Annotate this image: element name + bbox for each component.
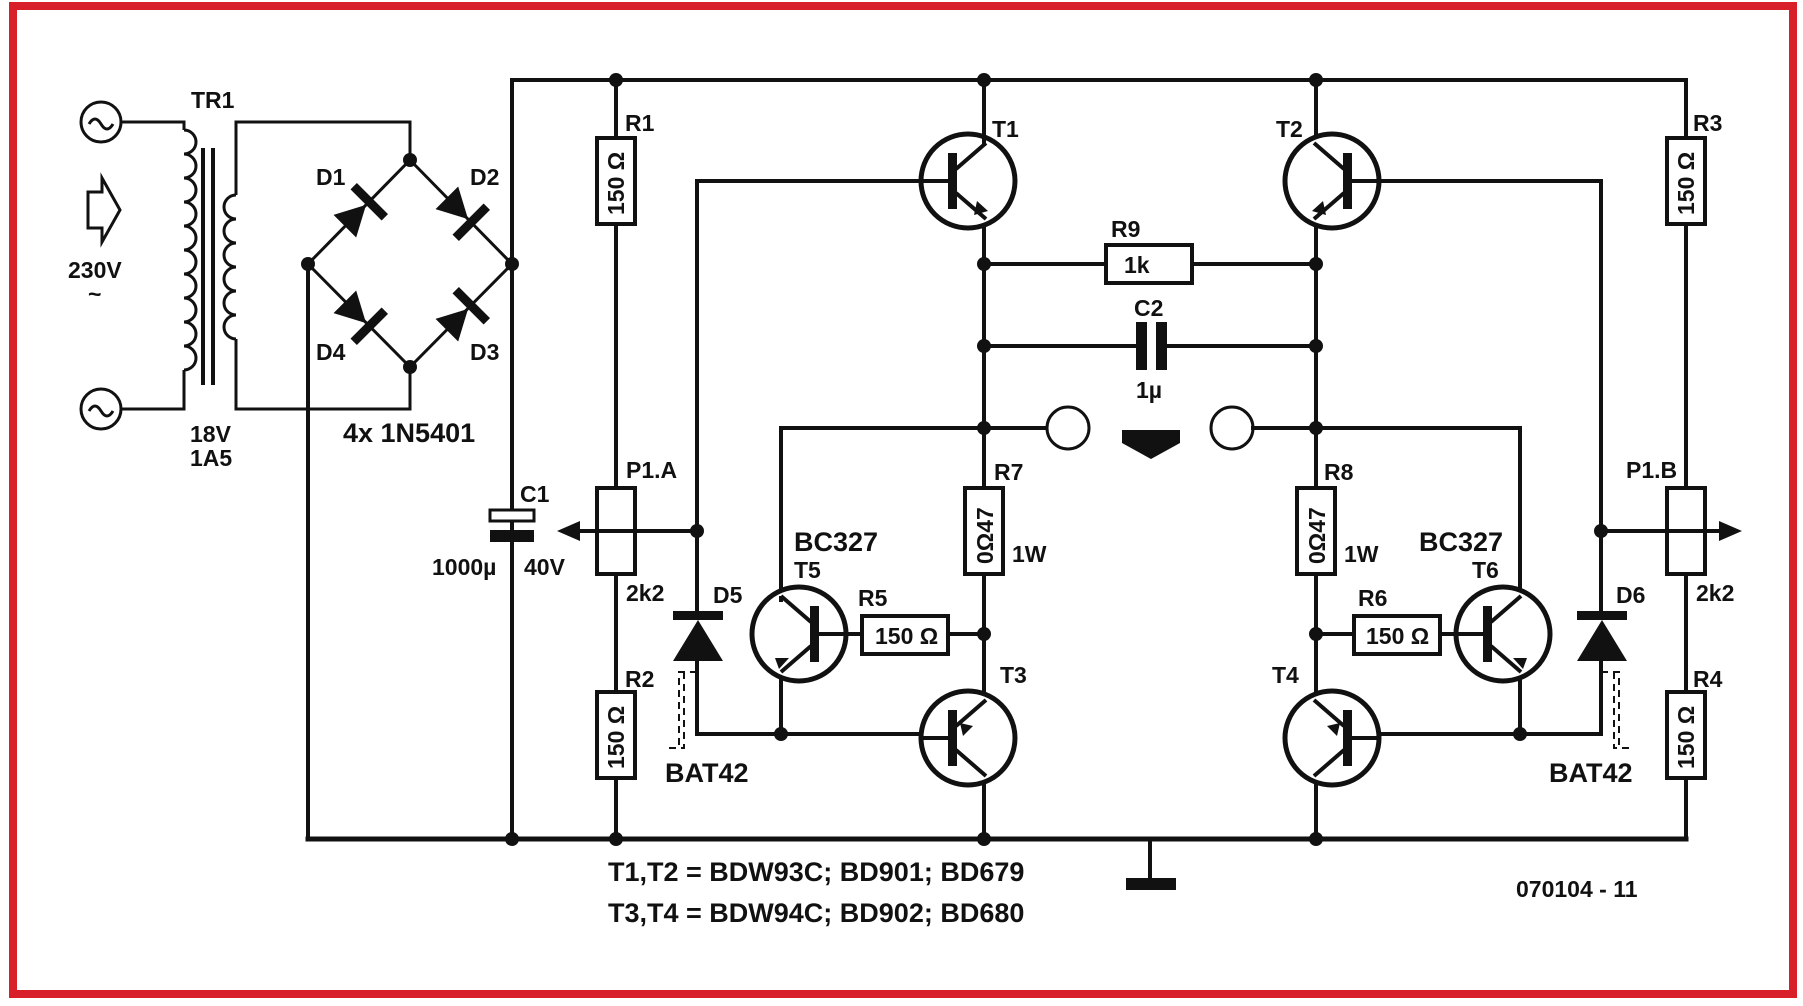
transformer-tr1: TR1 230V ~ 18V 1A5 xyxy=(68,87,412,471)
wiper-arrow-right-icon xyxy=(1719,521,1742,541)
c2-ref-label: C2 xyxy=(1134,295,1163,321)
bridge-rectifier: D1 D2 D3 D4 4x 1N5401 xyxy=(301,153,519,841)
transistor-note-line1: T1,T2 = BDW93C; BD901; BD679 xyxy=(608,857,1024,887)
secondary-current-label: 1A5 xyxy=(190,445,232,471)
resistor-r8 xyxy=(1295,486,1337,576)
transistor-t2 xyxy=(1285,134,1379,228)
p1a-value: 2k2 xyxy=(626,580,664,606)
diode-d3 xyxy=(435,287,490,342)
p1b-value: 2k2 xyxy=(1696,580,1734,606)
c1-value-label: 1000µ xyxy=(432,554,496,580)
d3-label: D3 xyxy=(470,339,499,365)
ground-symbol xyxy=(1126,878,1176,890)
r8-value: 0Ω47 xyxy=(1304,507,1330,564)
r7-label: R7 xyxy=(994,459,1023,485)
output-terminal-left xyxy=(1045,405,1091,451)
supply-rails xyxy=(305,78,1689,890)
r8-label: R8 xyxy=(1324,459,1354,485)
r4-value: 150 Ω xyxy=(1673,706,1699,769)
figure-number: 070104 - 11 xyxy=(1516,876,1638,902)
right-divider: 150 Ω R3 P1.B 2k2 150 Ω R4 xyxy=(1599,110,1742,780)
c1-voltage-label: 40V xyxy=(524,554,566,580)
r1-label: R1 xyxy=(625,110,655,136)
resistor-r1 xyxy=(595,136,637,226)
t4-label: T4 xyxy=(1272,662,1299,688)
diode-d1 xyxy=(333,183,388,238)
diode-d5 xyxy=(673,611,723,661)
r6-label: R6 xyxy=(1358,585,1387,611)
t5-part: BC327 xyxy=(794,527,878,557)
t2-label: T2 xyxy=(1276,116,1303,142)
r9-value: 1k xyxy=(1124,252,1150,278)
d5-label: D5 xyxy=(713,582,743,608)
diode-d6 xyxy=(1577,611,1627,661)
capacitor-c2-plate-right xyxy=(1156,322,1167,370)
tr1-label: TR1 xyxy=(191,87,235,113)
left-divider: 150 Ω R1 P1.A 2k2 150 Ω R2 xyxy=(557,73,699,846)
t3-label: T3 xyxy=(1000,662,1027,688)
d5-part: BAT42 xyxy=(665,758,749,788)
t5-label: T5 xyxy=(794,557,821,583)
r5-value: 150 Ω xyxy=(875,623,938,649)
resistor-r4 xyxy=(1665,690,1707,780)
r8-power: 1W xyxy=(1344,541,1379,567)
resistor-r9 xyxy=(1104,243,1194,285)
c2-value-label: 1µ xyxy=(1136,377,1162,403)
d6-label: D6 xyxy=(1616,582,1645,608)
d2-label: D2 xyxy=(470,164,499,190)
d6-part: BAT42 xyxy=(1549,758,1633,788)
resistor-r3 xyxy=(1665,136,1707,226)
r4-label: R4 xyxy=(1693,666,1723,692)
t6-label: T6 xyxy=(1472,557,1499,583)
r7-value: 0Ω47 xyxy=(972,507,998,564)
transistor-t3 xyxy=(921,691,1015,785)
r3-label: R3 xyxy=(1693,110,1722,136)
r9-label: R9 xyxy=(1111,216,1140,242)
r7-power: 1W xyxy=(1012,541,1047,567)
transistor-note-line2: T3,T4 = BDW94C; BD902; BD680 xyxy=(608,898,1024,928)
capacitor-c2-plate-left xyxy=(1136,322,1147,370)
r5-label: R5 xyxy=(858,585,888,611)
output-terminal-right xyxy=(1209,405,1255,451)
transistor-t5 xyxy=(749,584,849,684)
input-voltage-label: 230V xyxy=(68,257,122,283)
input-ac-symbol: ~ xyxy=(88,281,101,307)
t1-label: T1 xyxy=(992,116,1019,142)
transistor-t6 xyxy=(1453,584,1553,684)
t6-part: BC327 xyxy=(1419,527,1503,557)
page-border xyxy=(9,2,1797,998)
p1b-label: P1.B xyxy=(1626,457,1677,483)
right-half-bridge: T2 1k R9 C2 1µ 0Ω47 R8 1W 150 Ω R6 xyxy=(982,73,1645,846)
resistor-r2 xyxy=(595,690,637,780)
wiper-arrow-left-icon xyxy=(557,521,580,541)
transistor-t1 xyxy=(921,134,1015,228)
resistor-r6 xyxy=(1352,614,1442,656)
r1-value: 150 Ω xyxy=(603,152,629,215)
secondary-voltage-label: 18V xyxy=(190,421,232,447)
resistor-r5 xyxy=(860,614,950,656)
capacitor-c1: C1 1000µ 40V xyxy=(432,481,566,846)
diode-d2 xyxy=(435,186,490,241)
p1a-label: P1.A xyxy=(626,457,677,483)
load-arrow-icon xyxy=(1122,430,1180,459)
r2-value: 150 Ω xyxy=(603,706,629,769)
input-arrow-icon xyxy=(86,172,122,248)
c1-ref-label: C1 xyxy=(520,481,550,507)
left-half-bridge: T1 0Ω47 R7 1W BC327 T5 150 Ω R5 xyxy=(665,73,1091,846)
transistor-t4 xyxy=(1285,691,1379,785)
d4-label: D4 xyxy=(316,339,346,365)
r3-value: 150 Ω xyxy=(1673,152,1699,215)
resistor-r7 xyxy=(963,486,1005,576)
bridge-part-label: 4x 1N5401 xyxy=(343,418,475,448)
diode-d4 xyxy=(333,290,388,345)
r2-label: R2 xyxy=(625,666,654,692)
d1-label: D1 xyxy=(316,164,346,190)
r6-value: 150 Ω xyxy=(1366,623,1429,649)
